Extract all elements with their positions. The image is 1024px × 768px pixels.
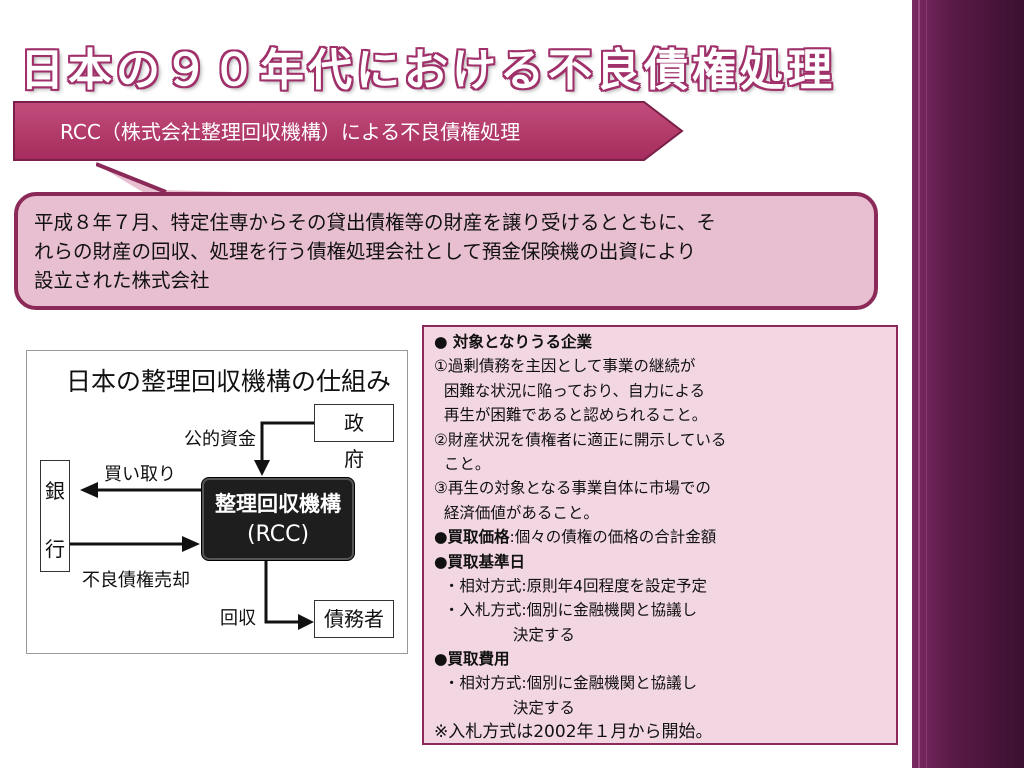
info-line: ・入札方式:個別に金融機関と協議し	[434, 601, 698, 620]
page-title: 日本の９０年代における不良債権処理	[20, 45, 836, 96]
info-line: 決定する	[434, 625, 575, 644]
purchase-conditions-text: ● 対象となりうる企業 ①過剰債務を主因として事業の継続が 困難な状況に陥ってお…	[434, 330, 894, 745]
collect-label: 回収	[220, 608, 256, 629]
info-line: 決定する	[434, 698, 575, 717]
diagram-title: 日本の整理回収機構の仕組み	[66, 367, 392, 396]
price-line: ●買取価格:個々の債権の価格の合計金額	[434, 528, 717, 547]
info-line: ①過剰債務を主因として事業の継続が	[434, 357, 696, 376]
info-line: こと。	[434, 454, 491, 473]
info-line: 再生が困難であると認められること。	[434, 406, 708, 425]
government-box: 政 府	[314, 404, 394, 471]
definition-line: 平成８年７月、特定住専からその貸出債権等の財産を譲り受けるとともに、そ	[34, 211, 716, 234]
bullet-icon: ●	[434, 333, 448, 351]
bar-stripe	[918, 0, 920, 768]
public-funds-label: 公的資金	[184, 429, 256, 450]
info-line: 経済価値があること。	[434, 503, 599, 522]
definition-line: れらの財産の回収、処理を行う債権処理会社として預金保険機の出資により	[34, 240, 697, 263]
note-line: ※入札方式は2002年１月から開始。	[434, 722, 713, 743]
right-decorative-bar	[912, 0, 1024, 768]
rcc-name: 整理回収機構	[215, 492, 341, 516]
info-line: ・相対方式:個別に金融機関と協議し	[434, 674, 698, 693]
banner-arrow	[13, 101, 684, 161]
bar-stripe	[926, 0, 927, 768]
bank-char: 銀	[45, 479, 65, 503]
info-line: ②財産状況を債権者に適正に開示している	[434, 430, 727, 449]
rcc-abbr: (RCC)	[246, 522, 310, 547]
sell-label: 不良債権売却	[82, 570, 190, 591]
info-line: ③再生の対象となる事業自体に市場での	[434, 479, 711, 498]
bubble-tail	[96, 162, 386, 200]
definition-line: 設立された株式会社	[34, 269, 210, 292]
debtor-box: 債務者	[314, 600, 394, 638]
price-label: ●買取価格	[434, 528, 510, 547]
target-heading: ● 対象となりうる企業	[434, 333, 592, 351]
info-line: ・相対方式:原則年4回程度を設定予定	[434, 576, 707, 595]
info-line: 困難な状況に陥っており、自力による	[434, 381, 706, 400]
buy-label: 買い取り	[104, 464, 176, 485]
definition-callout	[14, 192, 878, 310]
bank-box: 銀 行	[40, 460, 70, 572]
definition-text: 平成８年７月、特定住専からその貸出債権等の財産を譲り受けるとともに、そ れらの財…	[34, 208, 864, 295]
bank-char: 行	[45, 537, 65, 561]
rcc-box: 整理回収機構 (RCC)	[201, 477, 355, 561]
standard-date-heading: ●買取基準日	[434, 552, 526, 571]
purchase-conditions-panel	[422, 325, 898, 745]
banner-text: RCC（株式会社整理回収機構）による不良債権処理	[60, 120, 521, 144]
cost-heading: ●買取費用	[434, 650, 510, 669]
